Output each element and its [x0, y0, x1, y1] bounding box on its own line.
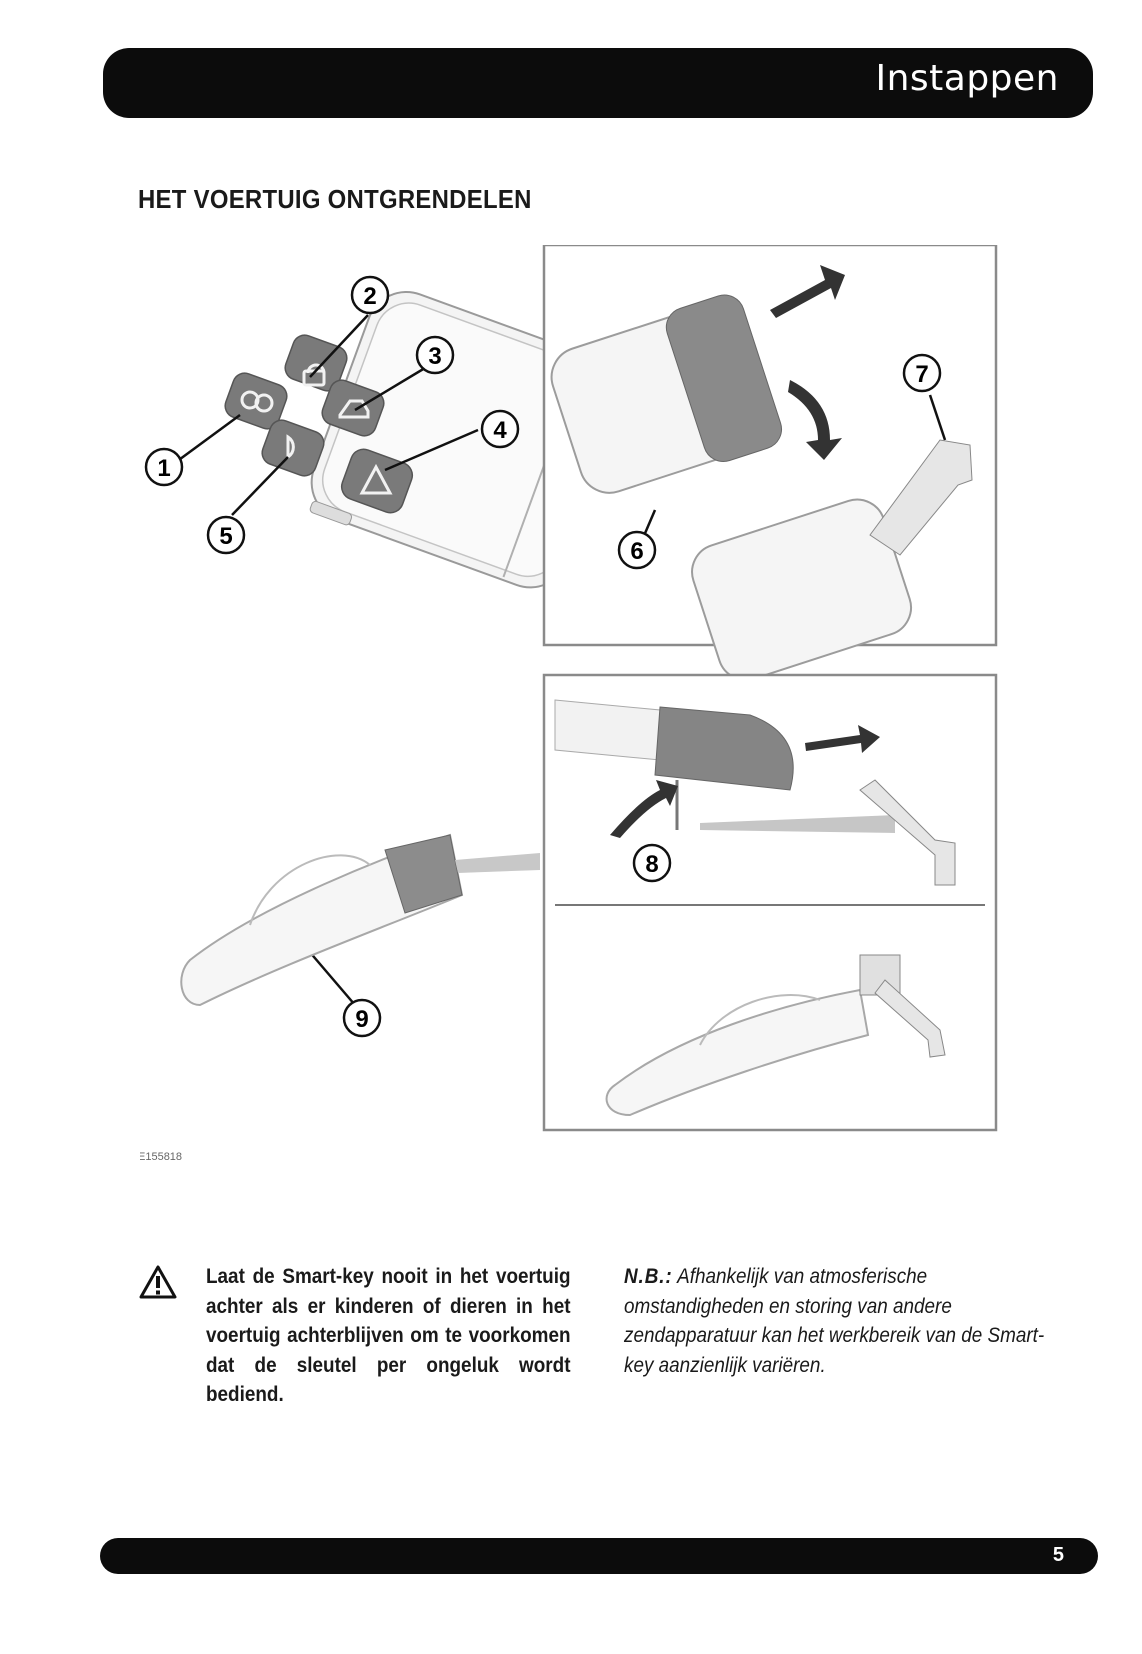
header-bar: Instappen — [103, 48, 1093, 118]
svg-text:6: 6 — [630, 538, 643, 565]
callout-4: 4 — [480, 409, 520, 449]
warning-triangle-icon — [139, 1265, 177, 1299]
chapter-title: Instappen — [875, 58, 1059, 99]
svg-text:5: 5 — [219, 523, 232, 550]
page-number: 5 — [1052, 1544, 1064, 1566]
footer-bar: 5 — [100, 1538, 1098, 1574]
figure-id: E155818 — [140, 1151, 182, 1163]
callout-8: 8 — [632, 843, 672, 883]
note-block: N.B.: Afhankelijk van atmosferische omst… — [624, 1262, 1047, 1380]
key-blade-removal-drawing — [550, 265, 973, 681]
callout-leaders-left — [171, 314, 479, 1006]
callout-3: 3 — [415, 335, 455, 375]
door-lock-cover-drawing — [554, 699, 956, 886]
note-label: N.B.: — [624, 1265, 673, 1288]
callout-1: 1 — [144, 447, 184, 487]
svg-text:9: 9 — [355, 1006, 368, 1033]
callout-2: 2 — [350, 275, 390, 315]
callout-9: 9 — [342, 998, 382, 1038]
callout-6: 6 — [617, 530, 657, 570]
callout-7: 7 — [902, 353, 942, 393]
svg-text:7: 7 — [915, 361, 928, 388]
svg-text:4: 4 — [493, 417, 507, 444]
svg-text:2: 2 — [363, 283, 376, 310]
note-text: Afhankelijk van atmosferische omstandigh… — [624, 1265, 1045, 1377]
callout-5: 5 — [206, 515, 246, 555]
door-handle-with-key-drawing — [605, 954, 946, 1117]
door-handle-drawing — [180, 833, 540, 1007]
svg-text:3: 3 — [428, 343, 441, 370]
svg-text:1: 1 — [157, 455, 170, 482]
svg-text:8: 8 — [645, 851, 658, 878]
smart-key-illustration: 1 2 3 4 5 9 6 7 — [140, 245, 998, 1163]
section-heading: HET VOERTUIG ONTGRENDELEN — [138, 184, 532, 214]
warning-text: Laat de Smart-key nooit in het voertuig … — [206, 1265, 571, 1406]
